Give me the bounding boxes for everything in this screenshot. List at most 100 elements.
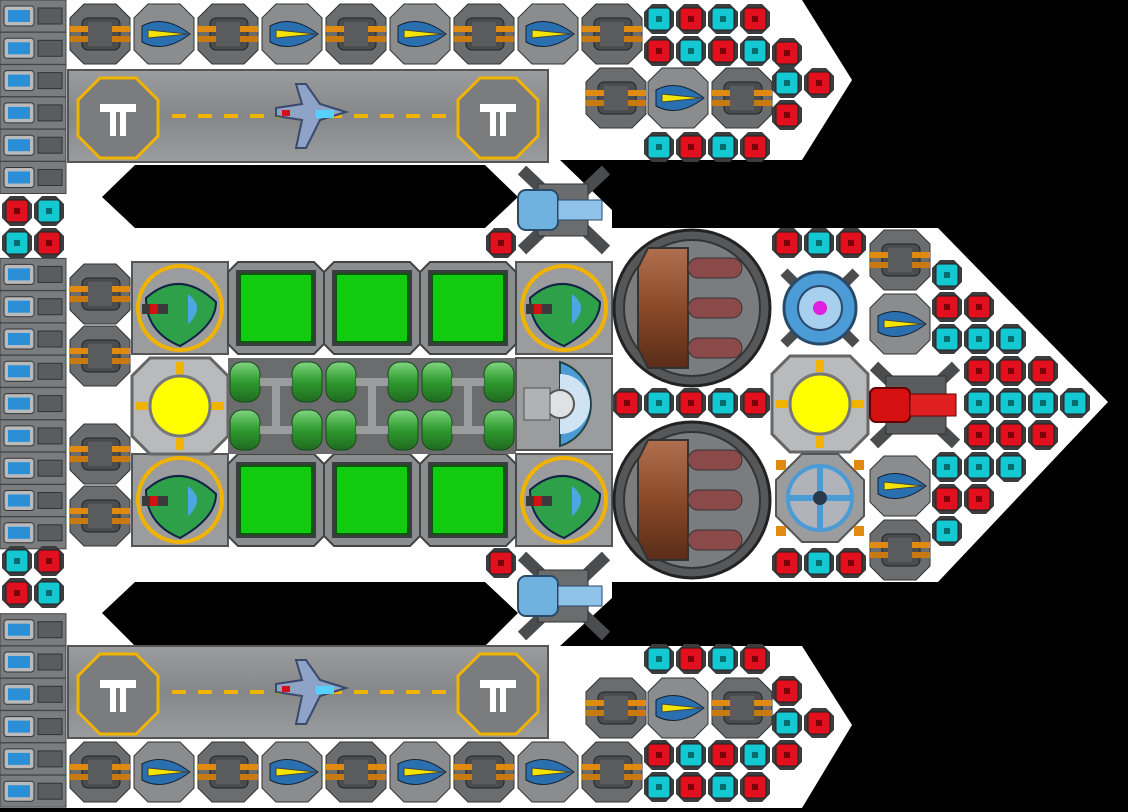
armor-block-icon[interactable] [644,644,674,674]
armor-block-icon[interactable] [644,36,674,66]
armor-block-icon[interactable] [740,388,770,418]
armor-block-icon[interactable] [1028,420,1058,450]
cannon-turret-icon[interactable] [581,741,643,803]
armor-block-icon[interactable] [34,228,64,258]
armor-block-icon[interactable] [836,548,866,578]
armor-block-icon[interactable] [644,4,674,34]
armor-block-icon[interactable] [612,388,642,418]
armor-block-icon[interactable] [676,388,706,418]
cannon-turret-icon[interactable] [325,3,387,65]
storage-block-icon[interactable] [419,261,517,355]
armor-block-icon[interactable] [772,676,802,706]
cargo-tank-icon[interactable] [612,420,772,580]
missile-launcher-icon[interactable] [869,293,931,355]
green-turret-icon[interactable] [131,261,229,355]
armor-block-icon[interactable] [708,4,738,34]
missile-launcher-icon[interactable] [517,3,579,65]
armor-block-icon[interactable] [932,516,962,546]
armor-block-icon[interactable] [1028,356,1058,386]
armor-block-icon[interactable] [772,708,802,738]
armor-block-icon[interactable] [932,324,962,354]
fuel-tank-icon[interactable] [228,358,324,454]
cannon-turret-icon[interactable] [869,519,931,581]
cannon-turret-icon[interactable] [585,677,647,739]
reactor-icon[interactable] [130,356,230,456]
cannon-turret-icon[interactable] [69,485,131,547]
reactor-icon[interactable] [770,354,870,454]
cannon-turret-icon[interactable] [69,3,131,65]
armor-block-icon[interactable] [932,484,962,514]
cannon-turret-icon[interactable] [711,677,773,739]
armor-block-icon[interactable] [644,740,674,770]
cannon-turret-icon[interactable] [453,741,515,803]
missile-launcher-icon[interactable] [389,741,451,803]
armor-block-icon[interactable] [644,388,674,418]
armor-block-icon[interactable] [772,228,802,258]
armor-block-icon[interactable] [772,38,802,68]
sensor-array-icon[interactable] [517,551,611,641]
missile-launcher-icon[interactable] [647,67,709,129]
storage-block-icon[interactable] [323,453,421,547]
missile-launcher-icon[interactable] [647,677,709,739]
storage-block-icon[interactable] [227,453,325,547]
armor-block-icon[interactable] [740,740,770,770]
armor-block-icon[interactable] [676,36,706,66]
cannon-turret-icon[interactable] [325,741,387,803]
armor-block-icon[interactable] [676,740,706,770]
armor-block-icon[interactable] [772,68,802,98]
missile-launcher-icon[interactable] [869,455,931,517]
armor-block-icon[interactable] [708,36,738,66]
shield-generator-icon[interactable] [515,357,613,451]
armor-block-icon[interactable] [740,4,770,34]
armor-block-icon[interactable] [34,196,64,226]
armor-block-icon[interactable] [996,356,1026,386]
cargo-tank-icon[interactable] [612,228,772,388]
deflector-icon[interactable] [775,453,865,543]
cannon-turret-icon[interactable] [453,3,515,65]
armor-block-icon[interactable] [964,420,994,450]
armor-block-icon[interactable] [996,420,1026,450]
armor-block-icon[interactable] [932,452,962,482]
armor-block-icon[interactable] [804,548,834,578]
armor-block-icon[interactable] [740,772,770,802]
missile-launcher-icon[interactable] [133,3,195,65]
armor-block-icon[interactable] [1060,388,1090,418]
cannon-turret-icon[interactable] [581,3,643,65]
armor-block-icon[interactable] [2,228,32,258]
cannon-turret-icon[interactable] [69,325,131,387]
armor-block-icon[interactable] [804,228,834,258]
armor-block-icon[interactable] [932,292,962,322]
armor-block-icon[interactable] [2,546,32,576]
armor-block-icon[interactable] [644,132,674,162]
armor-block-icon[interactable] [676,4,706,34]
storage-block-icon[interactable] [323,261,421,355]
cannon-turret-icon[interactable] [869,229,931,291]
hangar-bay-upper[interactable] [67,69,549,163]
cannon-turret-icon[interactable] [69,423,131,485]
cannon-turret-icon[interactable] [69,263,131,325]
armor-block-icon[interactable] [676,772,706,802]
armor-block-icon[interactable] [740,36,770,66]
armor-block-icon[interactable] [1028,388,1058,418]
armor-block-icon[interactable] [740,132,770,162]
missile-launcher-icon[interactable] [261,741,323,803]
armor-block-icon[interactable] [708,388,738,418]
armor-block-icon[interactable] [708,644,738,674]
storage-block-icon[interactable] [419,453,517,547]
armor-block-icon[interactable] [932,260,962,290]
armor-block-icon[interactable] [486,548,516,578]
armor-block-icon[interactable] [772,548,802,578]
storage-block-icon[interactable] [227,261,325,355]
green-turret-icon[interactable] [515,261,613,355]
armor-block-icon[interactable] [964,292,994,322]
armor-block-icon[interactable] [676,132,706,162]
armor-block-icon[interactable] [804,68,834,98]
missile-launcher-icon[interactable] [133,741,195,803]
missile-launcher-icon[interactable] [261,3,323,65]
armor-block-icon[interactable] [964,452,994,482]
green-turret-icon[interactable] [131,453,229,547]
armor-block-icon[interactable] [836,228,866,258]
cannon-turret-icon[interactable] [69,741,131,803]
armor-block-icon[interactable] [964,324,994,354]
green-turret-icon[interactable] [515,453,613,547]
